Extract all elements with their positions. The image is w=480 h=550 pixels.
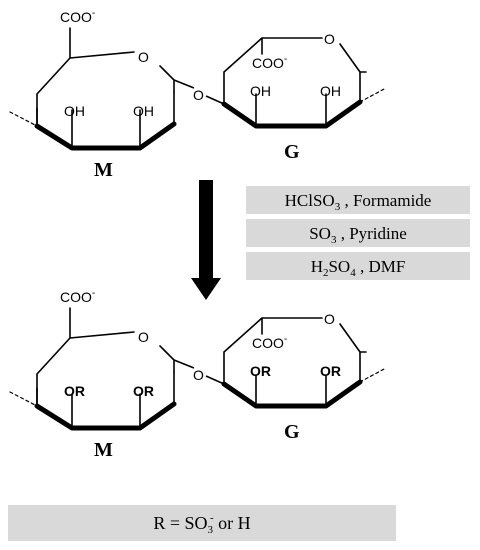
m-ring-top-oxygen: O — [138, 49, 149, 65]
g-ring-bottom-or-right: OR — [320, 363, 341, 379]
reaction-arrow — [191, 180, 221, 300]
legend-text: R = SO3- or H — [153, 512, 250, 536]
reagent-text-3: H2SO4 , DMF — [311, 257, 406, 279]
legend: R = SO3- or H — [8, 505, 396, 541]
m-ring-top-label: M — [94, 159, 113, 181]
g-ring-right-dash — [359, 87, 387, 103]
arrow-head — [191, 278, 221, 300]
reagent-box-1 — [246, 186, 470, 214]
reagent-box-3 — [246, 252, 470, 280]
m-ring-left-dash — [9, 111, 38, 127]
m-ring-top — [9, 27, 177, 151]
m-ring-bottom-oxygen: O — [138, 329, 149, 345]
legend-box — [8, 505, 396, 541]
g-ring-top-oh-left: OH — [250, 83, 271, 99]
g-ring-top — [221, 37, 387, 129]
reagent-text-2: SO3 , Pyridine — [309, 224, 407, 246]
m-ring-bottom-or-right: OR — [133, 383, 154, 399]
m-ring-bottom — [9, 307, 177, 431]
top-structure: COO- O OH OH M O COO- O OH OH G — [9, 8, 387, 181]
g-ring-bottom-coo: COO- — [252, 334, 287, 351]
m-ring-bottom-coo: COO- — [60, 288, 95, 305]
linkage-bottom-oxygen: O — [193, 367, 204, 383]
g-ring-top-oh-right: OH — [320, 83, 341, 99]
m-ring-top-coo: COO- — [60, 8, 95, 25]
g-ring-bottom-oxygen: O — [324, 311, 335, 327]
g-ring-bottom — [221, 317, 387, 409]
m-ring-bonds-bold — [34, 121, 177, 151]
g-ring-top-label: G — [284, 141, 300, 163]
m-ring-oh-bonds — [71, 91, 175, 149]
reagent-text-1: HClSO3 , Formamide — [285, 191, 432, 213]
g-ring-bottom-label: G — [284, 421, 300, 443]
g-ring-bonds-bold — [221, 99, 363, 129]
m-ring-top-oh-left: OH — [64, 103, 85, 119]
linkage-bottom — [173, 359, 225, 385]
g-ring-top-coo: COO- — [252, 54, 287, 71]
m-ring-bottom-or-left: OR — [64, 383, 85, 399]
g-ring-bonds-thin — [223, 37, 367, 105]
g-ring-top-oxygen: O — [324, 31, 335, 47]
g-ring-bottom-or-left: OR — [250, 363, 271, 379]
bottom-structure: COO- O OR OR M O COO- O OR OR G — [9, 288, 387, 461]
g-ring-oh-bonds — [255, 71, 361, 127]
linkage-top-oxygen: O — [193, 87, 204, 103]
m-ring-bottom-label: M — [94, 439, 113, 461]
m-ring-top-oh-right: OH — [133, 103, 154, 119]
reagent-list: HClSO3 , Formamide SO3 , Pyridine H2SO4 … — [246, 186, 470, 280]
arrow-shaft — [199, 180, 213, 280]
linkage-top — [173, 79, 225, 105]
reagent-box-2 — [246, 219, 470, 247]
